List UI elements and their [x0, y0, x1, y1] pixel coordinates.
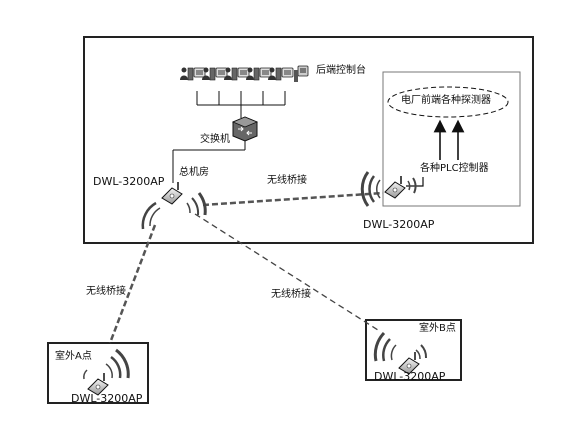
workstation-icon — [224, 67, 250, 81]
wifi-signal-icon — [83, 348, 130, 380]
ap-plant-label: DWL-3200AP — [363, 218, 435, 231]
site-b-label: 室外B点 — [419, 323, 456, 334]
ap-main-label: DWL-3200AP — [93, 175, 165, 188]
workstation-icon — [246, 67, 272, 81]
access-point-icon — [384, 176, 406, 199]
plant-front-box — [382, 71, 521, 207]
backend-console-label: 后端控制台 — [316, 65, 366, 76]
wifi-signal-icon — [360, 171, 417, 207]
link-main-to-site-b — [194, 213, 379, 331]
workstation-icon — [202, 67, 228, 81]
detectors-label: 电厂前端各种探测器 — [401, 95, 491, 106]
workstation-icon — [268, 67, 294, 81]
wireless-links — [108, 191, 384, 344]
wifi-signal-icon — [141, 192, 207, 230]
site-b-box — [365, 319, 462, 381]
main-room-label: 总机房 — [179, 167, 209, 178]
wireless-links-thin — [194, 213, 379, 331]
access-point-icon — [161, 182, 183, 205]
ap-site-a-label: DWL-3200AP — [71, 392, 143, 405]
site-a-box — [47, 342, 149, 404]
ap-site-b-label: DWL-3200AP — [374, 370, 446, 383]
site-a-label: 室外A点 — [55, 351, 92, 362]
link-main-to-plant — [202, 191, 384, 207]
access-point-icon — [398, 352, 420, 375]
plc-controllers-label: 各种PLC控制器 — [420, 163, 489, 174]
workstation-icon — [294, 65, 309, 82]
console-wiring — [172, 91, 286, 183]
switch-label: 交换机 — [200, 134, 230, 145]
access-point-icon — [87, 373, 109, 396]
plc-to-ap-link — [406, 177, 424, 187]
wireless-bridge-top-label: 无线桥接 — [267, 175, 307, 186]
link-main-to-site-a — [108, 224, 157, 344]
main-building-box — [83, 36, 534, 244]
wireless-bridge-mid-label: 无线桥接 — [271, 289, 311, 300]
workstation-icon — [180, 67, 206, 81]
wifi-signal-icon — [373, 331, 428, 362]
switch-icon — [231, 116, 259, 142]
wireless-bridge-left-label: 无线桥接 — [86, 286, 126, 297]
detectors-ellipse — [387, 86, 509, 118]
